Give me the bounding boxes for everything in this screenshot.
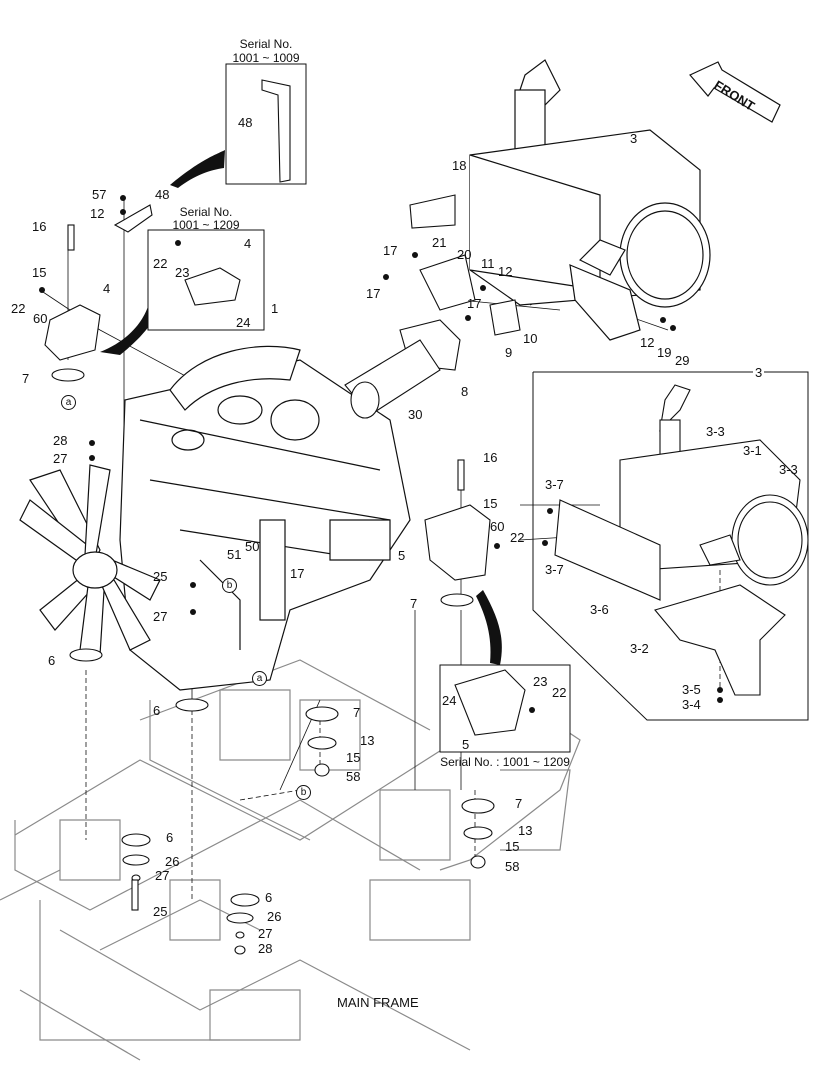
serial-caption-top-line2: 1001 ~ 1009 — [232, 51, 300, 65]
part-label: 30 — [408, 407, 423, 422]
serial-caption-bottom: Serial No. : 1001 ~ 1209 — [440, 755, 570, 769]
part-label: 27 — [53, 451, 68, 466]
serial-caption-bracket-line1: Serial No. — [179, 205, 233, 219]
part-label: 17 — [290, 566, 305, 581]
part-label: 3-1 — [743, 443, 762, 458]
part-label: 7 — [515, 796, 523, 811]
part-label: 6 — [265, 890, 273, 905]
part-label: 12 — [640, 335, 655, 350]
part-label: 5 — [398, 548, 406, 563]
part-label: 6 — [153, 703, 161, 718]
part-label: 48 — [155, 187, 170, 202]
part-label: 22 — [153, 256, 168, 271]
part-label: 7 — [410, 596, 418, 611]
part-label: 50 — [245, 539, 260, 554]
part-label: 26 — [165, 854, 180, 869]
part-label: 21 — [432, 235, 447, 250]
part-label: 1 — [271, 301, 279, 316]
part-label: 25 — [153, 904, 168, 919]
part-label: 58 — [505, 859, 520, 874]
part-label: 60 — [490, 519, 505, 534]
circled-ref-b-lower: b — [296, 785, 311, 800]
part-label: 22 — [11, 301, 26, 316]
part-label: 28 — [258, 941, 273, 956]
cooling-fan — [19, 464, 161, 656]
front-arrow — [689, 61, 781, 123]
part-label: 12 — [498, 264, 513, 279]
part-label: 51 — [227, 547, 242, 562]
part-label: 10 — [523, 331, 538, 346]
part-label: 20 — [457, 247, 472, 262]
part-label: 24 — [442, 693, 457, 708]
circled-ref-a-upper: a — [61, 395, 76, 410]
part-label: 48 — [238, 115, 253, 130]
part-label: 29 — [675, 353, 690, 368]
part-label: 13 — [360, 733, 375, 748]
part-label: 17 — [467, 296, 482, 311]
part-label: 60 — [33, 311, 48, 326]
part-label: 19 — [657, 345, 672, 360]
part-label: 3-2 — [630, 641, 649, 656]
part-label: 8 — [461, 384, 469, 399]
muffler-inset-callout: 3 — [753, 365, 765, 380]
part-label: 4 — [103, 281, 111, 296]
part-label: 4 — [244, 236, 252, 251]
part-label: 58 — [346, 769, 361, 784]
callout-arrows — [100, 150, 502, 665]
part-label: 3-5 — [682, 682, 701, 697]
part-label: 3-4 — [682, 697, 701, 712]
part-label: 27 — [155, 868, 170, 883]
part-label: 5 — [462, 737, 470, 752]
part-label: 27 — [258, 926, 273, 941]
mount-brackets — [44, 79, 526, 736]
part-label: 57 — [92, 187, 107, 202]
part-label: 3-7 — [545, 562, 564, 577]
part-label: 3 — [630, 131, 638, 146]
part-label: 12 — [90, 206, 105, 221]
muffler-inset-parts — [554, 384, 809, 696]
part-label: 15 — [483, 496, 498, 511]
part-label: 16 — [32, 219, 47, 234]
part-label: 22 — [552, 685, 567, 700]
circled-ref-b-upper: b — [222, 578, 237, 593]
part-label: 26 — [267, 909, 282, 924]
part-label: 16 — [483, 450, 498, 465]
part-label: 15 — [32, 265, 47, 280]
part-label: 27 — [153, 609, 168, 624]
part-label: 24 — [236, 315, 251, 330]
fasteners — [39, 195, 723, 713]
washers-and-mounts — [51, 224, 495, 955]
part-label: 23 — [175, 265, 190, 280]
part-label: 25 — [153, 569, 168, 584]
part-label: 3-3 — [706, 424, 725, 439]
part-label: 3-7 — [545, 477, 564, 492]
part-label: 18 — [452, 158, 467, 173]
part-label: 6 — [166, 830, 174, 845]
part-label: 22 — [510, 530, 525, 545]
part-label: 23 — [533, 674, 548, 689]
part-label: 11 — [481, 256, 495, 271]
muffler-assembly — [469, 59, 711, 341]
serial-caption-bracket-line2: 1001 ~ 1209 — [172, 218, 240, 232]
part-label: 3-3 — [779, 462, 798, 477]
part-label: 28 — [53, 433, 68, 448]
circled-ref-a-lower: a — [252, 671, 267, 686]
main-frame-label: MAIN FRAME — [337, 995, 419, 1010]
part-label: 3-6 — [590, 602, 609, 617]
part-label: 7 — [22, 371, 30, 386]
part-label: 9 — [505, 345, 513, 360]
part-label: 15 — [346, 750, 361, 765]
serial-caption-top-line1: Serial No. — [239, 37, 293, 51]
engine-assembly — [119, 345, 411, 691]
part-label: 17 — [383, 243, 398, 258]
part-label: 13 — [518, 823, 533, 838]
part-label: 6 — [48, 653, 56, 668]
part-label: 15 — [505, 839, 520, 854]
part-label: 17 — [366, 286, 381, 301]
part-label: 7 — [353, 705, 361, 720]
